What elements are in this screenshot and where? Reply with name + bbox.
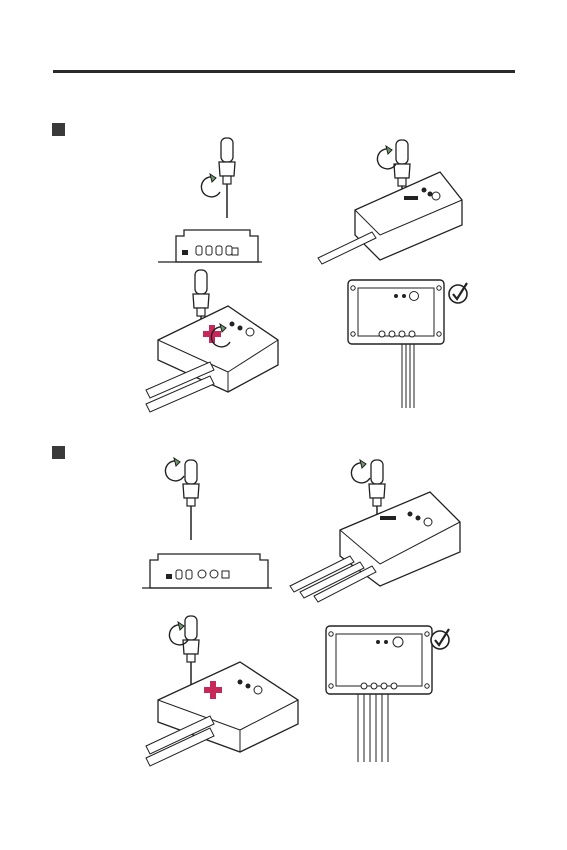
rotate-arrow-icon — [165, 458, 184, 481]
s2-panel-b — [290, 460, 460, 602]
s1-panel-b — [318, 140, 462, 264]
s2-panel-a — [142, 458, 272, 588]
rotate-arrow-icon — [201, 174, 220, 197]
rotate-arrow-icon — [351, 460, 370, 483]
s1-panel-c — [146, 270, 278, 412]
rotate-arrow-icon — [377, 146, 396, 169]
check-circle-icon — [449, 283, 467, 303]
s2-panel-c — [146, 616, 298, 766]
check-circle-icon — [431, 629, 449, 649]
s1-panel-d — [348, 280, 467, 408]
s2-panel-d — [326, 626, 449, 762]
s1-panel-a — [158, 138, 262, 262]
